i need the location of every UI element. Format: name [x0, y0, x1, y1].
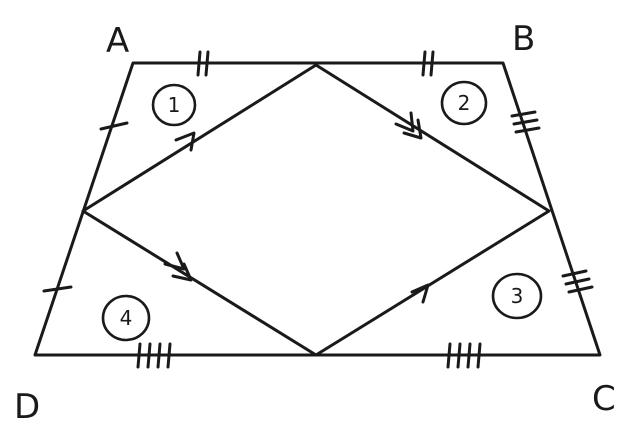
tick-mark-left-upper	[99, 121, 129, 131]
region-label-3: 3	[511, 284, 524, 308]
parallel-arrow-top-left	[174, 131, 196, 152]
region-circle-3	[491, 272, 543, 320]
vertex-label-d: D	[14, 387, 40, 427]
region-label-2: 2	[458, 91, 471, 115]
tick-marks-right-lower	[561, 269, 594, 294]
region-label-4: 4	[120, 306, 133, 330]
region-circle-2	[440, 80, 488, 126]
midpoint-quadrilateral	[81, 63, 551, 357]
tick-marks-right-upper	[510, 110, 541, 134]
tick-marks-top-left	[196, 50, 210, 77]
region-label-1: 1	[168, 93, 181, 117]
parallel-arrow-bottom-left	[163, 251, 193, 282]
tick-marks-top-right	[421, 50, 435, 77]
tick-marks-bottom-right	[446, 342, 482, 369]
parallel-arrow-top-right	[394, 111, 423, 140]
region-circle-4	[101, 294, 151, 342]
vertex-label-c: C	[592, 379, 616, 419]
tick-mark-left-lower	[42, 285, 73, 293]
vertex-label-a: A	[106, 21, 129, 61]
tick-marks-bottom-left	[136, 342, 172, 369]
vertex-label-b: B	[512, 19, 535, 59]
trapezoid-abcd	[33, 61, 602, 357]
parallel-arrow-bottom-right	[410, 283, 430, 304]
region-circle-1	[151, 83, 197, 127]
